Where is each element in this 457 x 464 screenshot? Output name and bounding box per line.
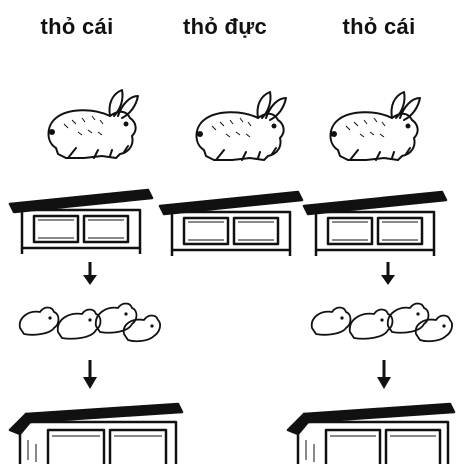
label-female-right: thỏ cái [342,14,416,39]
hutch-icon [8,184,154,254]
arrow-down-icon [80,360,100,390]
label-female-left: thỏ cái [40,14,114,39]
rabbit-icon [320,88,430,168]
hutch-icon [8,400,184,464]
baby-rabbits-icon [306,296,456,346]
hutch-icon [158,186,304,256]
arrow-down-icon [374,360,394,390]
arrow-down-icon [378,262,398,286]
rabbit-icon [38,86,148,166]
baby-rabbits-icon [14,296,164,346]
label-male: thỏ đực [182,14,268,39]
hutch-icon [302,186,448,256]
arrow-down-icon [80,262,100,286]
rabbit-icon [186,88,296,168]
hutch-icon [286,400,456,464]
